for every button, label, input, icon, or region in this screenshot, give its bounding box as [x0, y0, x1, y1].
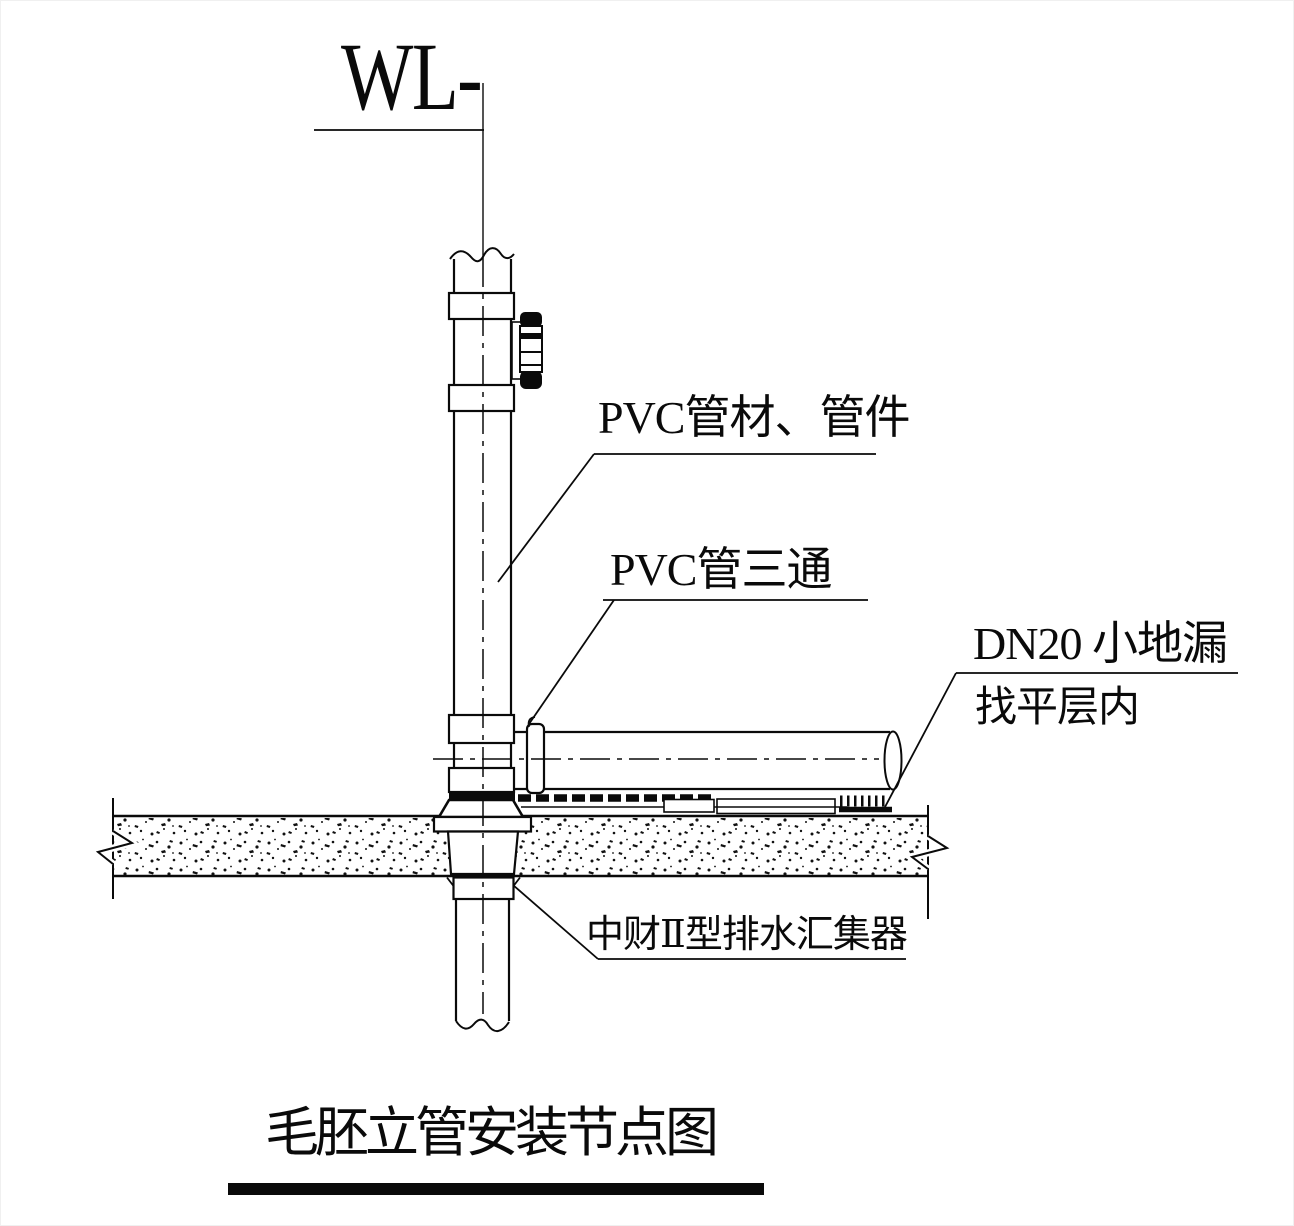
leader-collector — [512, 884, 906, 960]
leader-tee-hook — [527, 716, 536, 728]
fitting-top-cap — [520, 312, 542, 327]
label-leveling-layer: 找平层内 — [975, 685, 1139, 731]
pipe-top-break — [449, 247, 515, 263]
cleanout-plug-fitting — [511, 312, 543, 389]
riser-pipe — [447, 247, 516, 794]
fitting-threads — [520, 351, 542, 366]
slab-right-break-symbol — [904, 805, 956, 919]
drawing-title: 毛胚立管安装节点图 — [265, 1103, 715, 1163]
fitting-band — [520, 333, 542, 339]
leader-tee — [527, 599, 868, 728]
fitting-bottom-cap — [520, 371, 542, 389]
pipe-coupling-2 — [447, 383, 516, 413]
lower-pipe — [454, 899, 511, 1032]
branch-pipe — [433, 722, 903, 795]
pipe-bottom-break — [455, 1018, 510, 1032]
leader-pipe-material-arm — [497, 453, 595, 583]
drain-outlet-segment — [716, 798, 836, 815]
label-collector: 中财Ⅱ型排水汇集器 — [586, 914, 907, 956]
label-tee: PVC管三通 — [610, 544, 831, 595]
riser-label-text: WL- — [341, 24, 481, 130]
leader-collector-arm — [512, 884, 599, 960]
label-floor-drain: DN20 小地漏 — [973, 618, 1227, 669]
leader-floor-drain — [884, 672, 1238, 808]
leader-floor-drain-arm — [884, 672, 957, 808]
pipe-coupling-3 — [447, 713, 516, 745]
title-underline-bar — [228, 1183, 764, 1195]
leader-lines — [497, 453, 1238, 960]
leader-pipe-material — [497, 453, 876, 583]
slab-left-break-symbol — [90, 798, 141, 899]
pipe-coupling-1 — [447, 291, 516, 321]
leader-tee-arm — [528, 599, 615, 725]
riser-centerline — [314, 83, 484, 1014]
label-pipe-material: PVC管材、管件 — [598, 392, 909, 443]
pipe-coupling-4 — [447, 766, 516, 794]
drain-body-segment — [663, 798, 715, 813]
seal-band — [449, 792, 515, 801]
collector-flare — [436, 798, 526, 819]
collar-corner-flares — [446, 876, 521, 887]
branch-open-end — [883, 730, 903, 791]
leveling-layer-strip — [518, 794, 892, 815]
